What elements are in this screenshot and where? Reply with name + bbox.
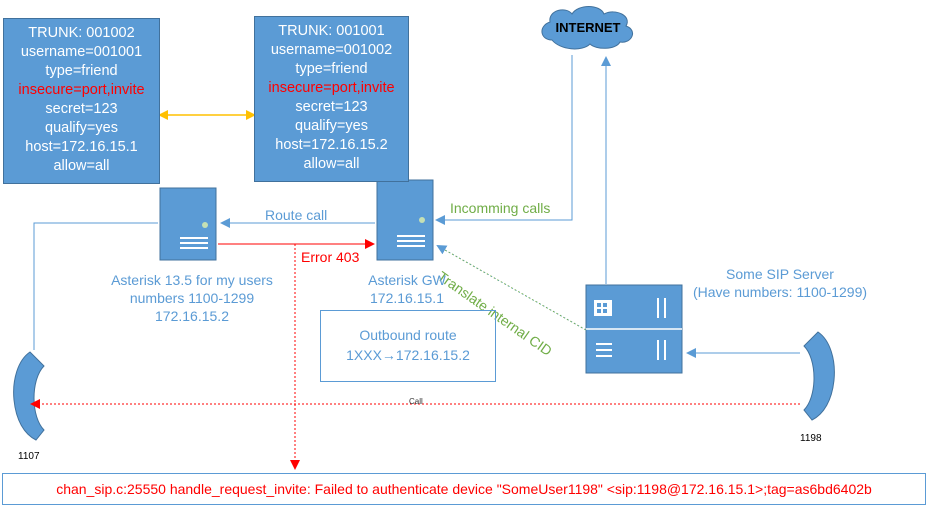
sip-server-icon <box>585 284 683 374</box>
phone-right-icon <box>803 331 835 421</box>
error-message-box: chan_sip.c:25550 handle_request_invite: … <box>2 473 926 505</box>
asterisk-local-server-icon <box>159 187 217 261</box>
outbound-route-box: Outbound route 1XXX→172.16.15.2 <box>320 310 496 382</box>
error-403-label: Error 403 <box>301 249 360 265</box>
outbound-route-rule: 1XXX→172.16.15.2 <box>321 345 495 365</box>
call-label: Call <box>409 397 423 406</box>
outbound-route-prefix: 1XXX <box>346 347 382 363</box>
phone-left-to-local-line <box>33 222 158 350</box>
outbound-route-target: 172.16.15.2 <box>395 347 470 363</box>
asterisk-local-line2: numbers 1100-1299 <box>129 290 255 306</box>
asterisk-local-label: Asterisk 13.5 for my users numbers 1100-… <box>92 271 292 325</box>
trunk-right-line: type=friend <box>295 61 368 77</box>
trunk-left-line: insecure=port,invite <box>18 82 145 98</box>
incoming-calls-label: Incomming calls <box>450 200 551 216</box>
sip-server-line2: (Have numbers: 1100-1299) <box>692 284 868 300</box>
trunk-left-line: host=172.16.15.1 <box>25 139 138 155</box>
sip-server-line1: Some SIP Server <box>726 266 834 282</box>
trunk-right-line: secret=123 <box>295 99 368 115</box>
asterisk-local-line3: 172.16.15.2 <box>155 308 229 324</box>
trunk-left-line: allow=all <box>53 158 110 174</box>
trunk-left-line: type=friend <box>45 63 118 79</box>
right-arrow-icon: → <box>381 347 396 363</box>
trunk-right-line: username=001002 <box>270 42 393 58</box>
phone-right-number: 1198 <box>800 433 822 444</box>
route-call-label: Route call <box>265 207 328 223</box>
asterisk-gw-line1: Asterisk GW <box>368 272 446 288</box>
trunk-left-line: TRUNK: 001002 <box>28 25 135 41</box>
internet-cloud-icon <box>541 6 634 50</box>
asterisk-gw-server-icon <box>376 179 434 261</box>
error-message-text: chan_sip.c:25550 handle_request_invite: … <box>56 481 872 497</box>
trunk-right-line: host=172.16.15.2 <box>275 137 388 153</box>
asterisk-gw-line2: 172.16.15.1 <box>370 290 444 306</box>
trunk-right-line: allow=all <box>303 156 360 172</box>
trunk-left-config: TRUNK: 001002 username=001001 type=frien… <box>3 18 160 184</box>
trunk-left-line: secret=123 <box>45 101 118 117</box>
asterisk-gw-label: Asterisk GW 172.16.15.1 <box>352 271 462 307</box>
sip-server-label: Some SIP Server (Have numbers: 1100-1299… <box>680 265 880 301</box>
phone-left-icon <box>13 351 45 441</box>
trunk-right-line: TRUNK: 001001 <box>278 23 385 39</box>
phone-left-number: 1107 <box>18 451 40 462</box>
trunk-right-config: TRUNK: 001001 username=001002 type=frien… <box>254 16 409 182</box>
trunk-right-line: qualify=yes <box>295 118 368 134</box>
internet-label: INTERNET <box>555 20 621 35</box>
trunk-left-line: username=001001 <box>20 44 143 60</box>
trunk-left-line: qualify=yes <box>45 120 118 136</box>
outbound-route-title: Outbound route <box>359 327 457 343</box>
asterisk-local-line1: Asterisk 13.5 for my users <box>111 272 273 288</box>
trunk-right-line: insecure=port,invite <box>268 80 395 96</box>
incoming-calls-arrow <box>435 55 573 225</box>
